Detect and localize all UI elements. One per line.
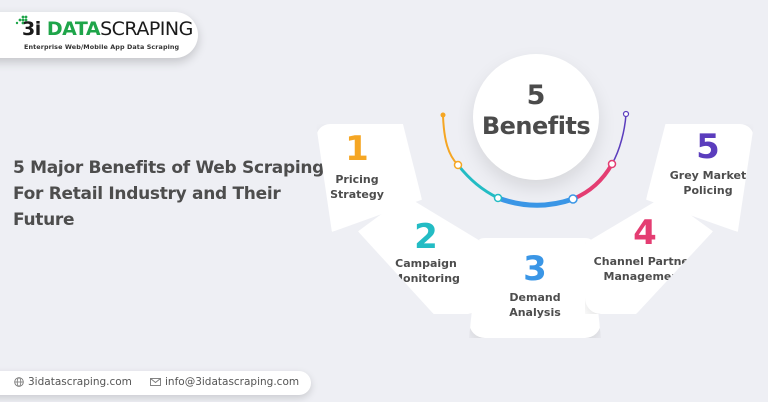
benefit-number-3: 3 — [523, 249, 547, 289]
benefits-count-label: Benefits — [481, 112, 591, 140]
benefit-label-2-line1: Campaign — [395, 257, 457, 270]
logo-wordmark: 3i DATASCRAPING — [22, 18, 193, 40]
benefit-label-3-line2: Analysis — [509, 306, 561, 319]
benefit-label-2: Campaign Monitoring — [368, 256, 484, 286]
globe-icon — [14, 377, 24, 387]
benefit-card-3: 3 Demand Analysis — [469, 238, 601, 338]
email-link[interactable]: info@3idatascraping.com — [150, 376, 299, 388]
logo-dots-icon — [15, 15, 28, 25]
title-line-1: 5 Major Benefits of Web Scraping — [13, 158, 325, 178]
benefits-count-circle: 5 Benefits — [473, 54, 599, 180]
benefit-label-4-line2: Management — [603, 270, 685, 283]
benefits-count-number: 5 — [526, 80, 546, 111]
benefit-label-4-line1: Channel Partner — [593, 255, 695, 268]
logo-prefix: 3i — [22, 18, 41, 40]
logo-banner: 3i DATASCRAPING Enterprise Web/Mobile Ap… — [0, 12, 198, 58]
benefit-label-5: Grey Market Policing — [662, 168, 754, 198]
benefit-number-5: 5 — [696, 127, 720, 167]
logo-suffix: SCRAPING — [100, 18, 193, 40]
page-title: 5 Major Benefits of Web Scraping For Ret… — [13, 155, 333, 233]
benefit-label-1: Pricing Strategy — [316, 172, 422, 202]
benefit-label-2-line2: Monitoring — [392, 272, 460, 285]
contact-bar: 3idatascraping.com info@3idatascraping.c… — [0, 371, 311, 395]
email-text: info@3idatascraping.com — [165, 376, 300, 388]
benefit-number-4: 4 — [633, 213, 657, 253]
benefit-label-3: Demand Analysis — [469, 290, 601, 320]
logo-tagline: Enterprise Web/Mobile App Data Scraping — [24, 43, 180, 51]
benefit-label-1-line1: Pricing — [335, 173, 379, 186]
title-line-3: Future — [13, 210, 75, 230]
benefit-label-3-line1: Demand — [509, 291, 561, 304]
website-text: 3idatascraping.com — [28, 376, 132, 388]
benefit-label-1-line2: Strategy — [330, 188, 384, 201]
website-link[interactable]: 3idatascraping.com — [14, 376, 132, 388]
benefit-label-5-line2: Policing — [683, 184, 733, 197]
benefit-number-1: 1 — [345, 129, 369, 169]
title-line-2: For Retail Industry and Their — [13, 184, 281, 204]
mail-icon — [150, 378, 161, 386]
benefit-number-2: 2 — [414, 217, 438, 257]
logo-highlight: DATA — [46, 18, 101, 40]
benefit-label-5-line1: Grey Market — [669, 169, 747, 182]
benefit-label-4: Channel Partner Management — [585, 254, 713, 284]
